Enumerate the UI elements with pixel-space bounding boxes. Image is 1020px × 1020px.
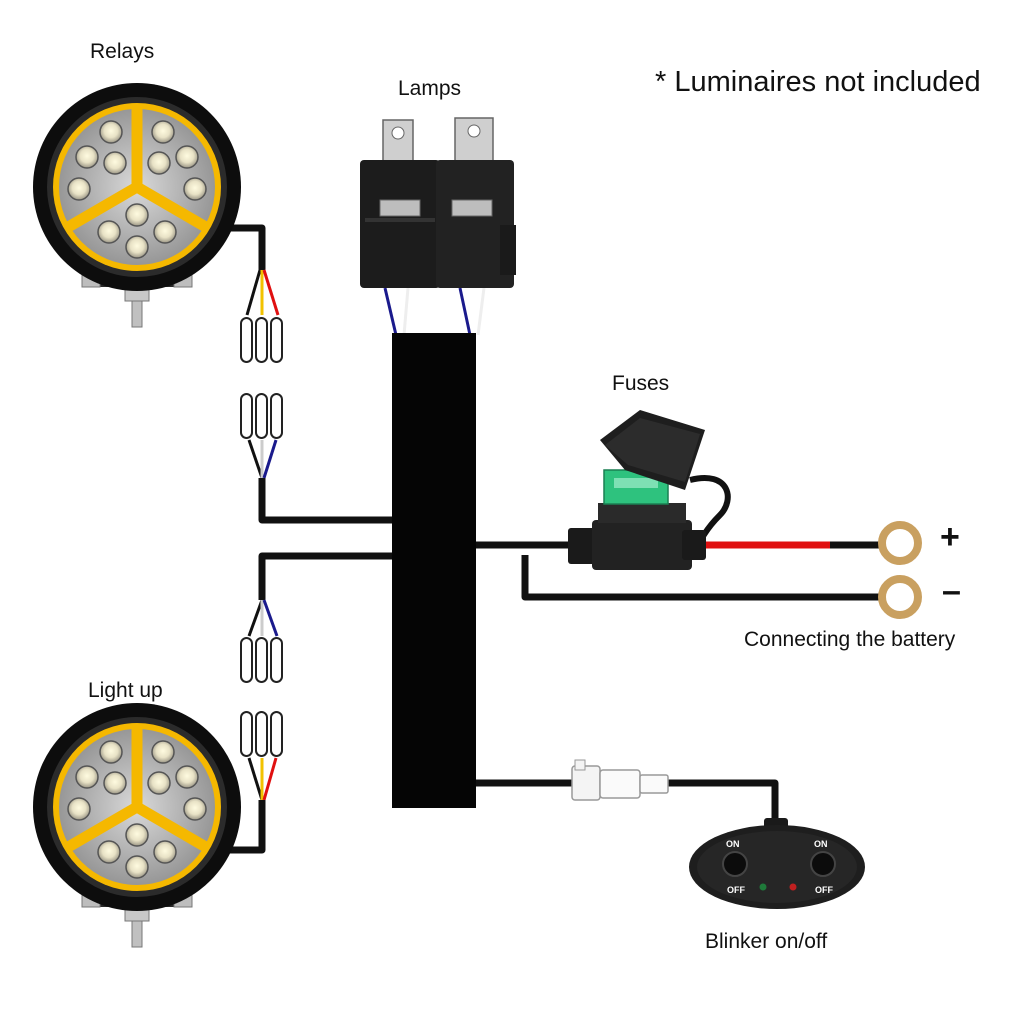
note-luminaires-not-included: * Luminaires not included <box>655 66 981 98</box>
lamp-top <box>33 83 241 327</box>
switch-panel <box>689 818 865 909</box>
label-relays: Relays <box>90 40 155 63</box>
lamp-bottom <box>33 703 241 947</box>
label-light-up: Light up <box>88 679 163 702</box>
wire-bundle-top-lamp <box>245 269 280 316</box>
wire-bundle-bottom-harness <box>247 599 279 637</box>
terminal-negative <box>878 575 922 619</box>
indicator-green-led <box>759 883 767 891</box>
connector-top-lamp <box>241 318 282 362</box>
harness-loom <box>392 333 476 808</box>
relay-left <box>360 119 440 288</box>
wire-loom-to-negative <box>521 555 880 601</box>
switch-left-off-label: OFF <box>727 885 745 895</box>
indicator-red-led <box>789 883 797 891</box>
switch-right-off-label: OFF <box>815 885 833 895</box>
terminal-positive <box>878 521 922 565</box>
label-negative: – <box>942 572 961 610</box>
wire-switch-lead <box>665 779 779 830</box>
switch-plug <box>571 759 669 801</box>
connector-bottom-lamp <box>241 712 282 756</box>
label-connecting-battery: Connecting the battery <box>744 628 956 651</box>
relay-right <box>436 117 516 288</box>
connector-top-harness <box>241 394 282 438</box>
wire-bottom-harness-to-loom <box>258 552 392 600</box>
wire-bundle-bottom-lamp <box>247 757 278 801</box>
wire-bottom-lamp-to-connector <box>225 800 266 854</box>
connector-bottom-harness <box>241 638 282 682</box>
label-blinker: Blinker on/off <box>705 930 828 953</box>
switch-right-on-label: ON <box>814 839 828 849</box>
label-positive: + <box>940 518 960 556</box>
wire-top-harness-to-loom <box>258 478 392 524</box>
fuse-cap <box>600 410 705 490</box>
label-fuses: Fuses <box>612 372 670 395</box>
switch-left-button[interactable] <box>722 851 748 877</box>
label-lamps: Lamps <box>398 77 462 100</box>
wire-relay-pigtails <box>383 287 486 336</box>
switch-left-on-label: ON <box>726 839 740 849</box>
switch-right-button[interactable] <box>810 851 836 877</box>
wire-top-lamp-to-connector <box>225 224 266 270</box>
fuse-holder <box>568 503 706 570</box>
wire-bundle-top-harness <box>247 439 278 479</box>
